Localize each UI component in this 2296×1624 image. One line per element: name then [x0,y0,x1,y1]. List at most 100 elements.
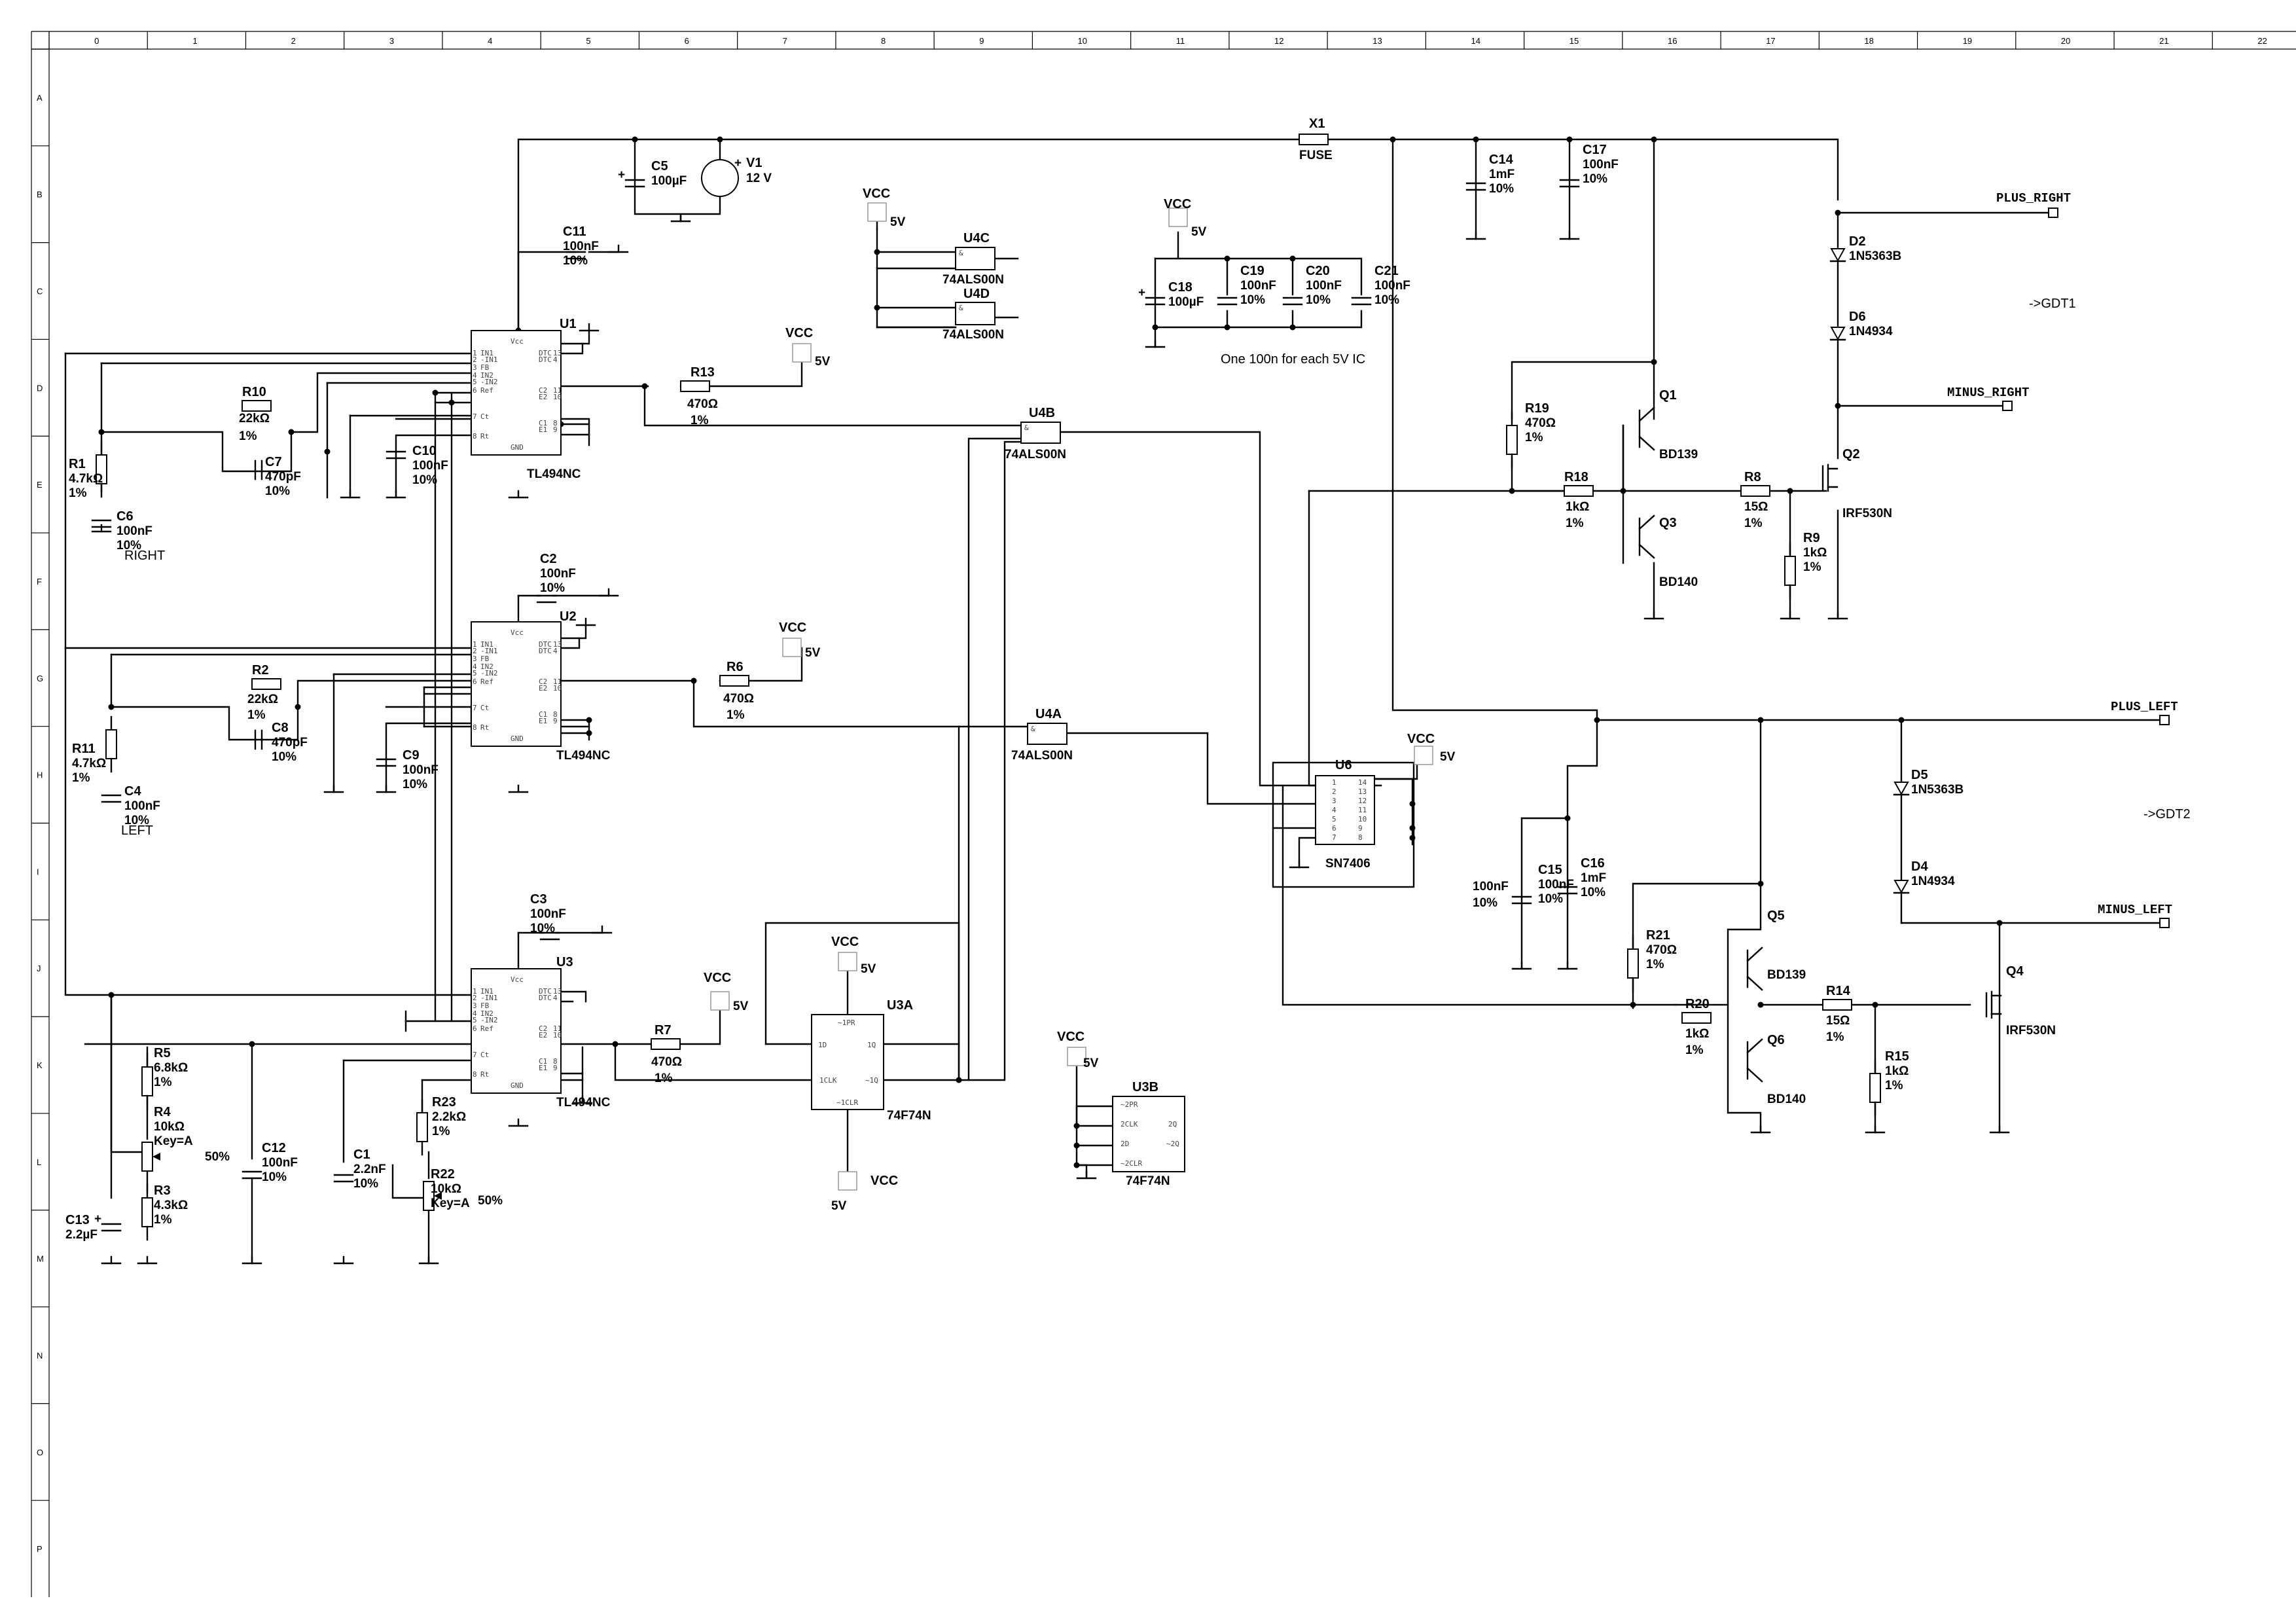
resistor-r20[interactable]: R20 [1681,997,1712,1024]
component-v2: 10% [1240,293,1265,307]
component-v1: 100nF [540,567,576,581]
component-v1: 100nF [1583,158,1619,171]
svg-text:10: 10 [553,684,562,693]
gate-part: 74ALS00N [942,328,1004,342]
ruler-col-label: 3 [389,36,394,46]
svg-text:FB: FB [480,655,490,663]
resistor-r10[interactable]: R10 [242,385,272,412]
svg-text:C1: C1 [539,419,547,427]
component-v2: 1% [154,1213,172,1227]
component-v1: 1mF [1581,871,1606,885]
ground-symbol [1827,611,1848,620]
resistor-r8[interactable]: R8 [1740,470,1770,497]
svg-text:6: 6 [473,1024,477,1033]
svg-text:1kΩ: 1kΩ [1566,500,1589,514]
component-pct: 50% [478,1194,503,1208]
svg-text:IN1: IN1 [480,987,493,996]
component-v2: 10% [530,922,555,935]
flipflop-u3a[interactable]: ~1PR 1D 1CLK ~1CLR 1Q ~1Q U3A 74F74N [811,998,931,1123]
svg-text:-IN1: -IN1 [480,994,498,1002]
component-v1: BD139 [1659,448,1698,461]
resistor-r14[interactable]: R14 [1822,984,1852,1011]
resistor-r6[interactable]: R6 [719,660,749,687]
svg-text:13: 13 [553,349,562,357]
component-ref: C10 [412,444,437,458]
gate-u4c[interactable]: & U4C 74ALS00N [942,231,1004,287]
svg-text:8: 8 [553,1057,558,1066]
ruler-col-label: 10 [1078,36,1087,46]
svg-text:7: 7 [473,1051,477,1059]
gdt1-label: ->GDT1 [2029,297,2076,311]
resistor-r2[interactable]: R2 [251,663,281,690]
svg-text:1%: 1% [1566,516,1584,530]
resistor-r18[interactable]: R18 [1564,470,1594,497]
gate-u4a[interactable]: & U4A 74ALS00N [1011,707,1073,763]
svg-text:2CLK: 2CLK [1121,1120,1138,1128]
resistor-r13[interactable]: R13 [680,365,715,392]
ruler-row-label: E [37,480,43,490]
svg-text:E1: E1 [539,425,547,434]
component-ref: C17 [1583,143,1607,157]
svg-text:8: 8 [553,419,558,427]
svg-text:14: 14 [1358,778,1367,787]
svg-text:4: 4 [1332,806,1336,814]
gate-u4d[interactable]: & U4D 74ALS00N [942,287,1004,342]
svg-text:~1PR: ~1PR [838,1019,855,1027]
resistor-r7[interactable]: R7 [651,1023,681,1050]
svg-text:22kΩ: 22kΩ [239,412,270,425]
flipflop-u3b[interactable]: ~2PR 2CLK 2D ~2CLR 2Q ~2Q U3B 74F74N [1112,1080,1185,1188]
ground-symbol [386,490,406,499]
gate-u4b[interactable]: & U4B 74ALS00N [1005,406,1066,461]
vcc-voltage: 5V [815,355,831,369]
component-v1: 2.2µF [65,1228,98,1242]
